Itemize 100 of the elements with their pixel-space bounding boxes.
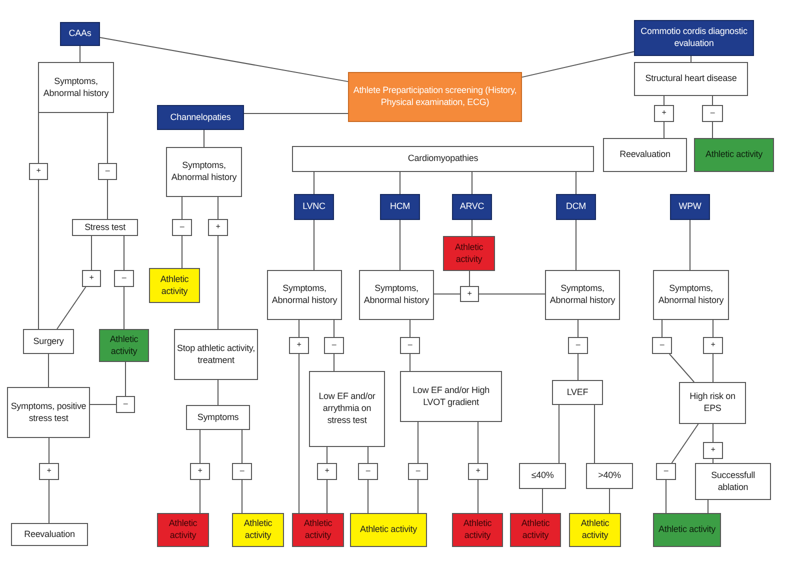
sign-box: – xyxy=(172,219,192,236)
category-box: ARVC xyxy=(452,194,492,220)
sign-box: + xyxy=(468,463,488,480)
category-box: Channelopaties xyxy=(157,105,244,130)
category-box: WPW xyxy=(670,194,710,220)
step-box: Surgery xyxy=(23,329,74,354)
category-box: LVNC xyxy=(294,194,334,220)
outcome-box: Athletic activity xyxy=(653,513,721,547)
outcome-box: Athletic activity xyxy=(350,513,427,547)
sign-box: – xyxy=(400,337,420,354)
sign-box: – xyxy=(98,163,117,180)
sign-box: + xyxy=(460,286,479,302)
connector-line xyxy=(107,112,108,164)
connector-line xyxy=(522,51,634,78)
connector-line xyxy=(326,480,328,514)
step-box: Reevaluation xyxy=(11,523,88,546)
connector-line xyxy=(690,56,692,62)
step-box: Symptoms, Abnormal history xyxy=(545,270,620,320)
connector-line xyxy=(244,113,348,114)
connector-line xyxy=(56,286,86,330)
category-box: DCM xyxy=(556,194,596,220)
sign-box: – xyxy=(568,337,588,354)
connector-line xyxy=(107,180,108,220)
connector-line xyxy=(712,320,714,338)
step-box: Symptoms, Abnormal history xyxy=(166,147,242,197)
outcome-box: Athletic activity xyxy=(443,236,495,271)
connector-line xyxy=(609,488,610,514)
step-box: ≤40% xyxy=(519,463,566,489)
sign-box: + xyxy=(289,337,309,354)
sign-box: + xyxy=(190,463,210,480)
connector-line xyxy=(90,404,116,405)
category-box: HCM xyxy=(380,194,420,220)
connector-line xyxy=(38,112,39,164)
connector-line xyxy=(712,354,714,382)
step-box: Stress test xyxy=(72,219,138,236)
sign-box: + xyxy=(703,442,723,459)
step-box: Symptoms, Abnormal history xyxy=(38,62,114,113)
outcome-box: Athletic activity xyxy=(99,329,149,362)
sign-box: – xyxy=(652,337,672,354)
sign-box: – xyxy=(324,337,344,354)
connector-line xyxy=(125,362,126,396)
sign-box: + xyxy=(703,337,723,354)
outcome-box: Athletic activity xyxy=(510,513,561,547)
step-box: Symptoms, Abnormal history xyxy=(653,270,729,320)
connector-line xyxy=(668,354,695,382)
connector-line xyxy=(91,236,92,270)
connector-line xyxy=(326,446,328,464)
outcome-box: Athletic activity xyxy=(157,513,209,547)
outcome-box: Athletic activity xyxy=(694,138,774,172)
outcome-box: Athletic activity xyxy=(569,513,621,547)
outcome-box: Athletic activity xyxy=(149,268,200,303)
connector-line xyxy=(298,354,300,514)
outcome-box: Athletic activity xyxy=(232,513,284,547)
sign-box: – xyxy=(702,105,723,122)
sign-box: – xyxy=(656,463,676,480)
connector-line xyxy=(712,458,714,464)
connector-line xyxy=(48,354,49,388)
sign-box: – xyxy=(114,270,134,287)
step-box: Reevaluation xyxy=(603,138,687,172)
category-box: CAAs xyxy=(60,22,100,46)
step-box: Symptoms, positive stress test xyxy=(7,387,90,438)
step-box: Low EF and/or High LVOT gradient xyxy=(400,371,502,422)
connector-line xyxy=(558,404,560,464)
connector-line xyxy=(38,180,39,330)
connector-line xyxy=(671,424,699,464)
sign-box: + xyxy=(317,463,337,480)
connector-line xyxy=(712,96,713,106)
sign-box: + xyxy=(654,105,674,122)
connector-line xyxy=(48,438,50,464)
connector-line xyxy=(48,480,50,524)
category-box: Commotio cordis diagnostic evaluation xyxy=(634,20,754,56)
sign-box: + xyxy=(208,219,228,236)
step-box: Symptoms, Abnormal history xyxy=(359,270,434,320)
connector-line xyxy=(100,37,348,82)
sign-box: + xyxy=(39,463,59,480)
connector-line xyxy=(298,320,300,338)
connector-line xyxy=(469,270,470,286)
step-box: Low EF and/or arrythmia on stress test xyxy=(309,371,385,447)
outcome-box: Athletic activity xyxy=(452,513,503,547)
step-box: Cardiomyopathies xyxy=(292,146,594,172)
connector-line xyxy=(594,404,595,464)
sign-box: – xyxy=(358,463,378,480)
sign-box: – xyxy=(232,463,252,480)
step-box: Symptoms, Abnormal history xyxy=(267,270,342,320)
step-box: Structural heart disease xyxy=(634,62,748,96)
sign-box: – xyxy=(116,396,135,413)
sign-box: – xyxy=(408,463,428,480)
step-box: Successfull ablation xyxy=(695,463,771,500)
sign-box: + xyxy=(29,163,48,180)
sign-box: + xyxy=(82,270,101,287)
step-box: Symptoms xyxy=(186,405,250,430)
step-box: Stop athletic activity, treatment xyxy=(174,329,258,380)
step-box: High risk on EPS xyxy=(679,382,746,424)
screening-box: Athlete Preparticipation screening (History, Physical examination, ECG) xyxy=(348,72,522,122)
outcome-box: Athletic activity xyxy=(292,513,344,547)
connector-line xyxy=(542,488,543,514)
connector-line xyxy=(712,122,713,138)
step-box: LVEF xyxy=(552,380,603,405)
step-box: >40% xyxy=(586,463,633,489)
connector-line xyxy=(712,424,714,442)
